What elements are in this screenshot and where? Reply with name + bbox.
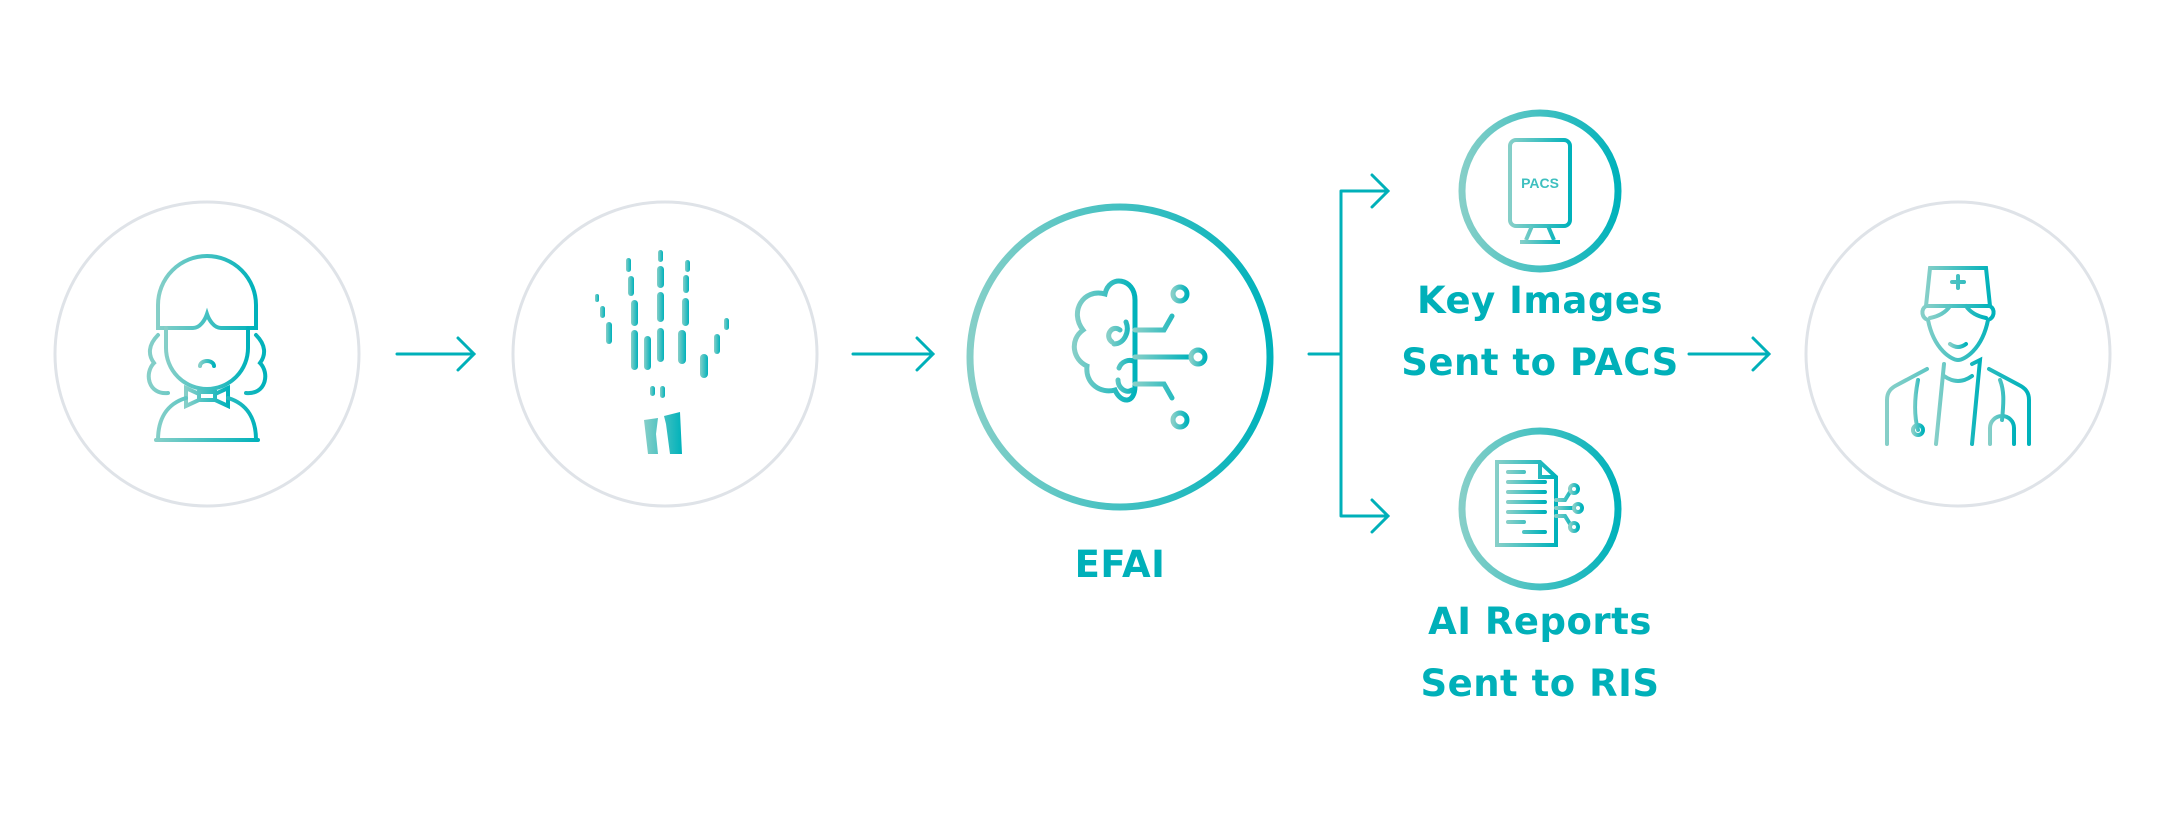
ris-label-line1: AI Reports <box>1428 600 1652 643</box>
arrow-xray-to-efai <box>851 336 936 372</box>
pacs-icon-text: PACS <box>1521 175 1559 191</box>
patient-circle <box>53 200 361 508</box>
ai-report-icon <box>1495 460 1584 547</box>
pacs-monitor-icon <box>1508 138 1572 244</box>
ris-circle <box>1458 427 1622 591</box>
efai-circle <box>966 203 1274 511</box>
arrow-patient-to-xray <box>395 336 477 372</box>
ris-label: AI Reports Sent to RIS <box>1390 591 1690 715</box>
efai-label: EFAI <box>1074 543 1166 586</box>
doctor-circle <box>1804 200 2112 508</box>
hand-xray-icon <box>595 250 729 454</box>
pacs-label-line1: Key Images <box>1416 279 1663 322</box>
branch-arrow <box>1307 173 1391 534</box>
ris-label-line2: Sent to RIS <box>1420 662 1660 705</box>
arrow-pacs-to-doctor <box>1687 336 1772 372</box>
pacs-circle <box>1458 109 1622 273</box>
pacs-label: Key Images Sent to PACS <box>1390 270 1690 394</box>
patient-girl-icon <box>146 254 268 442</box>
pacs-label-line2: Sent to PACS <box>1401 341 1679 384</box>
xray-circle <box>511 200 819 508</box>
doctor-icon <box>1885 266 2031 446</box>
ai-brain-icon <box>1071 278 1208 430</box>
